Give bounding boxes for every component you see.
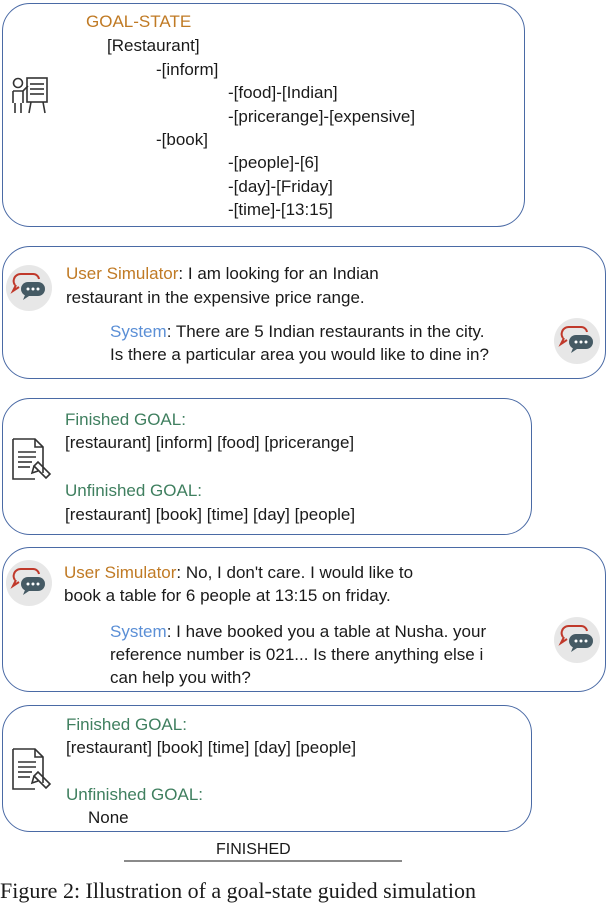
dialog2-system-line2: reference number is 021... Is there anyt… xyxy=(110,645,484,664)
goal-line-pricerange: -[pricerange]-[expensive] xyxy=(228,107,416,126)
finished-label: FINISHED xyxy=(216,841,291,858)
dialog1-user-line1: User Simulator: I am looking for an Indi… xyxy=(66,262,379,285)
dialog1-system-line2: Is there a particular area you would lik… xyxy=(110,345,489,364)
system-utterance: : There are 5 Indian restaurants in the … xyxy=(166,322,485,341)
unfinished-goal-value-1: [restaurant] [book] [time] [day] [people… xyxy=(65,505,356,524)
user-chat-icon xyxy=(6,560,52,606)
dialog2-user-line2: book a table for 6 people at 13:15 on fr… xyxy=(64,586,391,605)
finished-goal-value-1: [restaurant] [inform] [food] [pricerange… xyxy=(65,433,355,452)
dialog-box-1 xyxy=(2,246,606,379)
goal-line-day: -[day]-[Friday] xyxy=(228,177,333,196)
goal-state-title: GOAL-STATE xyxy=(86,12,192,31)
dialog1-system-line1: System: There are 5 Indian restaurants i… xyxy=(110,320,485,343)
goal-status-box-2 xyxy=(2,705,532,832)
dialog2-system-line1: System: I have booked you a table at Nus… xyxy=(110,620,486,643)
goal-line-time: -[time]-[13:15] xyxy=(228,200,333,219)
dialog-box-2 xyxy=(2,547,606,692)
dialog2-user-line1: User Simulator: No, I don't care. I woul… xyxy=(64,561,413,584)
user-speaker-label: User Simulator xyxy=(66,264,179,283)
goal-line-domain: [Restaurant] xyxy=(107,36,200,55)
system-speaker-label: System xyxy=(110,622,167,641)
goal-line-book: -[book] xyxy=(156,130,208,149)
user-utterance: : I am looking for an Indian xyxy=(178,264,379,283)
user-chat-icon xyxy=(6,265,52,311)
user-utterance: : No, I don't care. I would like to xyxy=(176,563,414,582)
unfinished-goal-value-2: None xyxy=(88,808,129,827)
document-icon xyxy=(12,748,52,790)
finished-goal-label-1: Finished GOAL: xyxy=(65,410,186,429)
unfinished-goal-label-2: Unfinished GOAL: xyxy=(66,785,204,804)
goal-line-people: -[people]-[6] xyxy=(228,153,319,172)
finished-divider xyxy=(124,860,402,862)
system-utterance: : I have booked you a table at Nusha. yo… xyxy=(166,622,487,641)
goal-line-food: -[food]-[Indian] xyxy=(228,83,338,102)
goal-status-box-1 xyxy=(2,398,532,535)
system-chat-icon xyxy=(554,617,600,663)
finished-goal-label-2: Finished GOAL: xyxy=(66,715,187,734)
dialog1-user-line2: restaurant in the expensive price range. xyxy=(66,288,365,307)
system-speaker-label: System xyxy=(110,322,167,341)
unfinished-goal-label-1: Unfinished GOAL: xyxy=(65,481,203,500)
document-icon xyxy=(12,438,52,480)
system-chat-icon xyxy=(554,318,600,364)
user-speaker-label: User Simulator xyxy=(64,563,177,582)
finished-goal-value-2: [restaurant] [book] [time] [day] [people… xyxy=(66,738,357,757)
presenter-icon xyxy=(12,77,48,114)
dialog2-system-line3: can help you with? xyxy=(110,668,251,687)
goal-line-inform: -[inform] xyxy=(156,60,219,79)
goal-state-box xyxy=(2,3,525,227)
figure-caption: Figure 2: Illustration of a goal-state g… xyxy=(0,878,476,903)
